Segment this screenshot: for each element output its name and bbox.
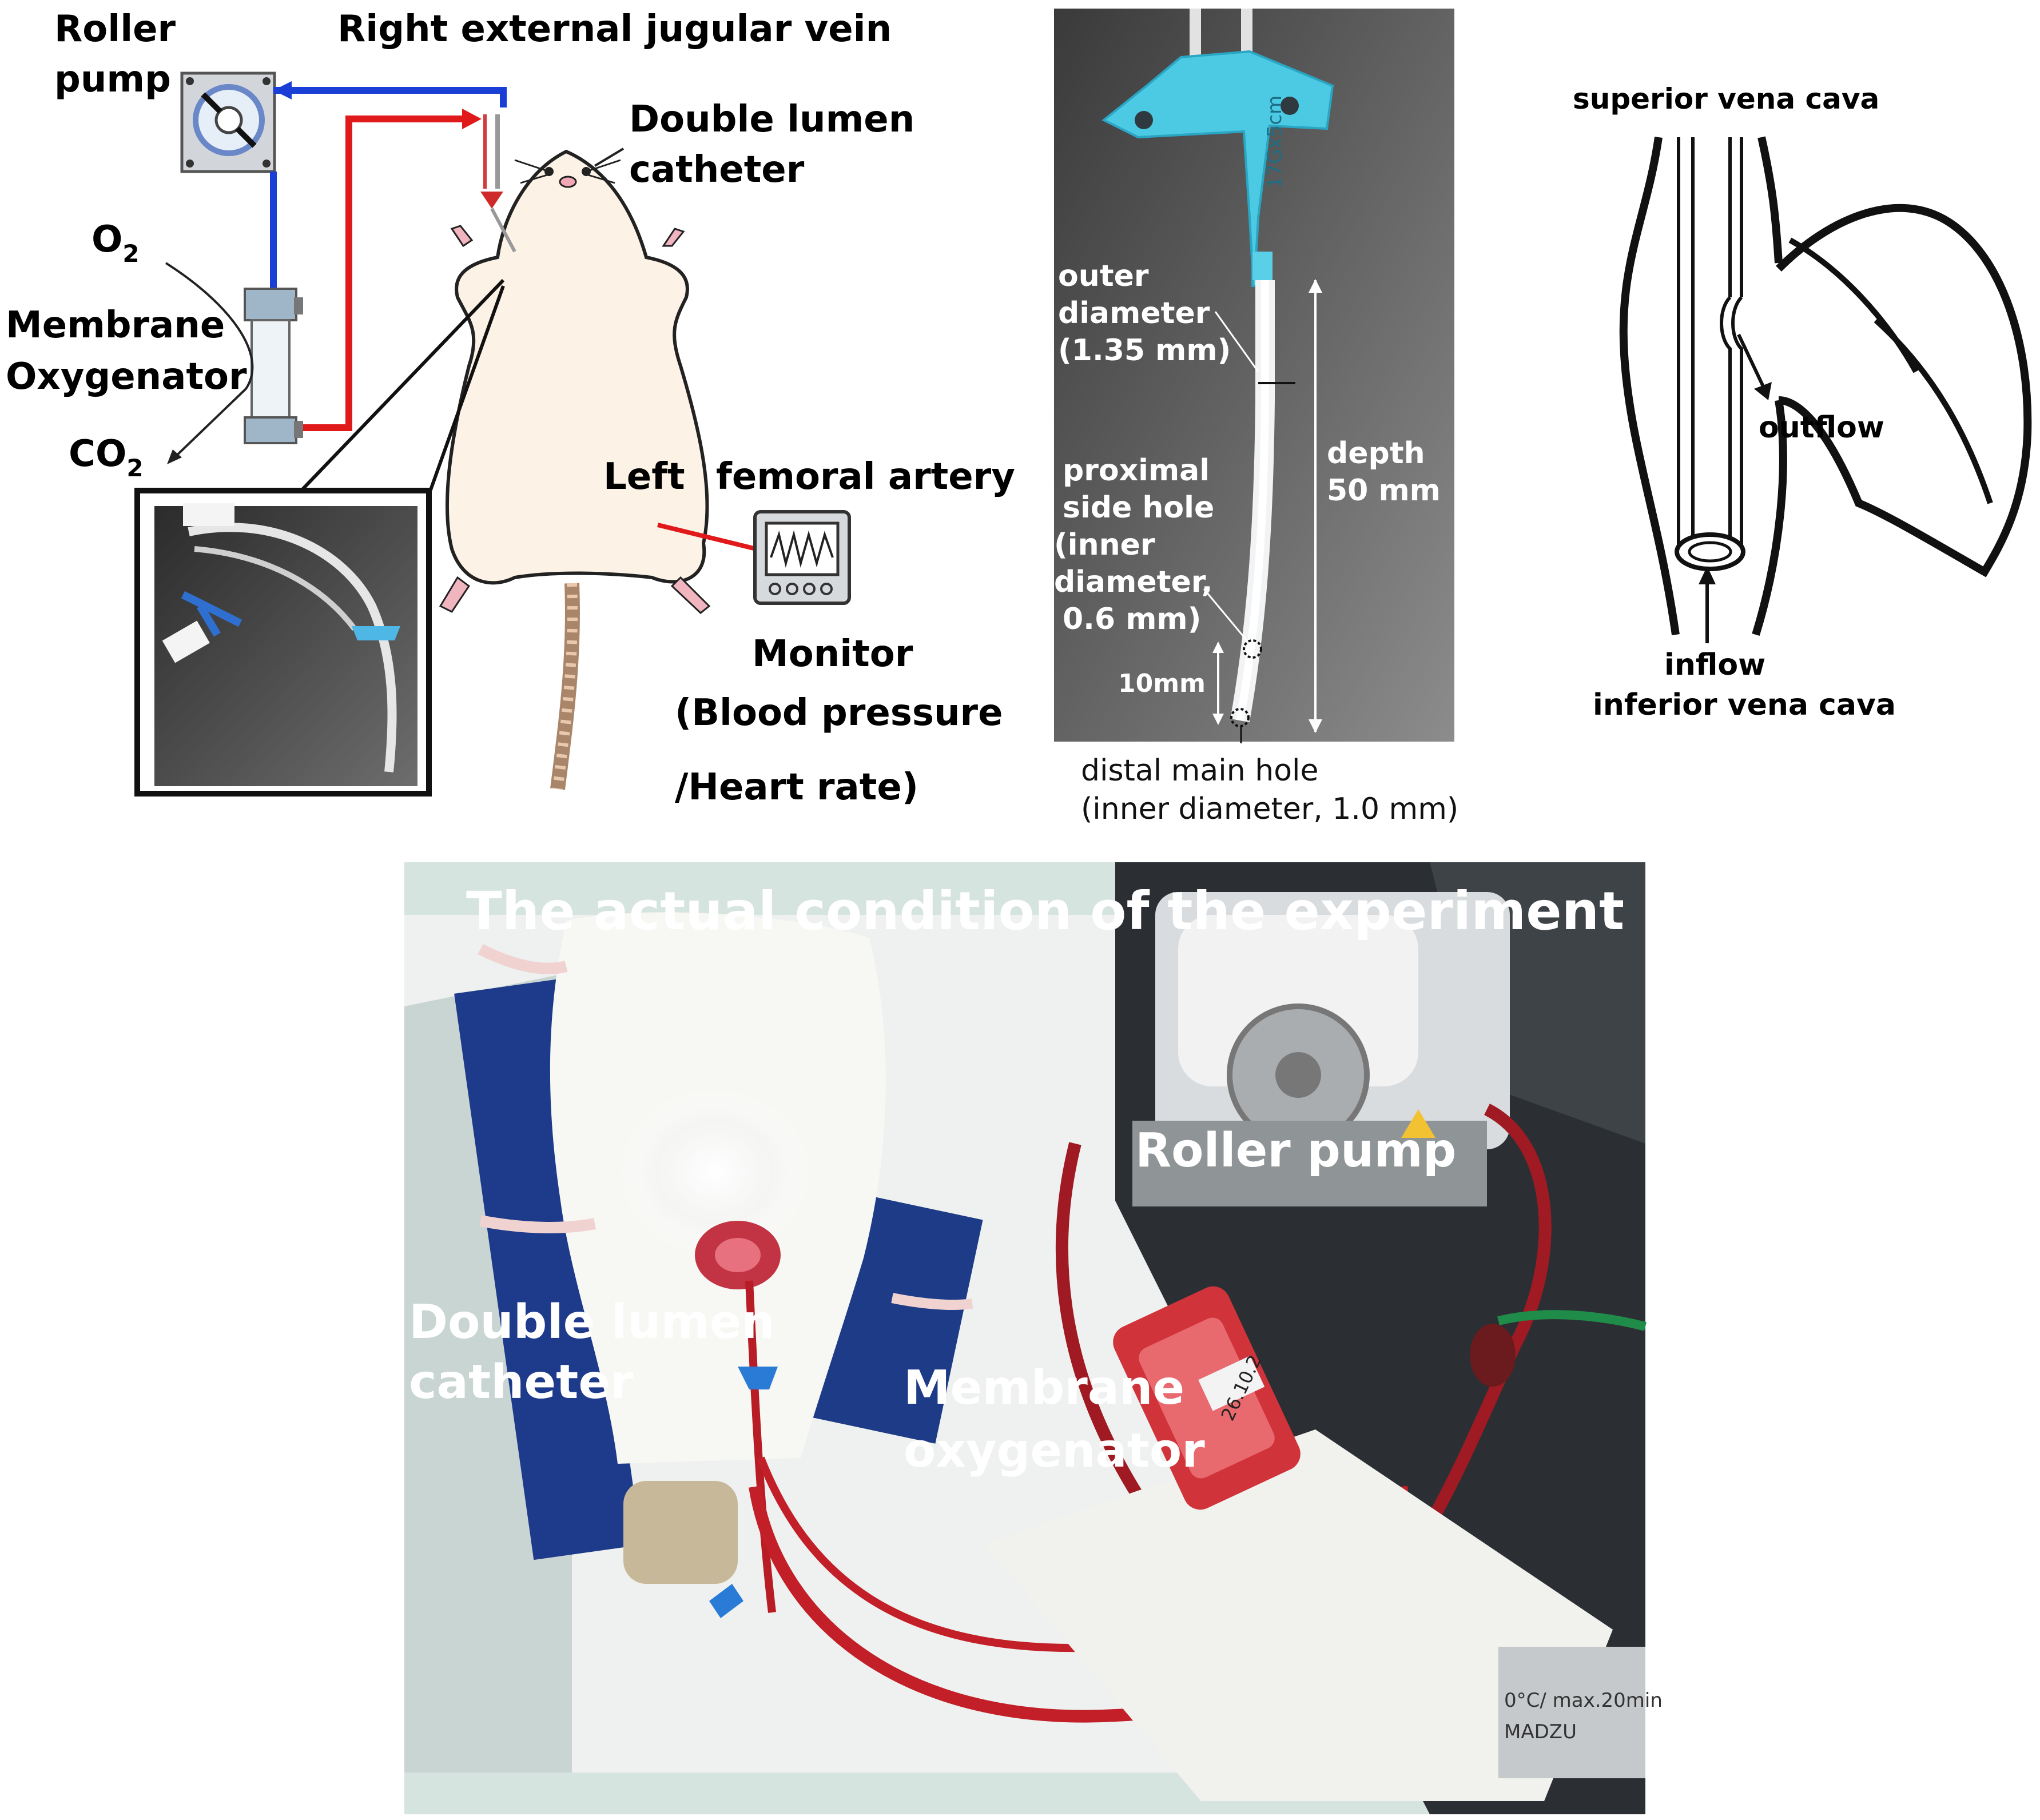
rat-illustration — [439, 114, 711, 790]
catheter-size-print: 17Gx5cm — [1263, 95, 1286, 189]
photo-roller-pump-label: Roller pump — [1135, 1124, 1457, 1178]
panel-a-schematic: Roller pump Right external jugular vein … — [6, 8, 1015, 809]
venous-line — [273, 87, 507, 107]
outflow-label: outflow — [1759, 411, 1884, 445]
gas-flow-curve — [165, 262, 254, 461]
membrane-oxygenator-label-line2: Oxygenator — [6, 356, 247, 398]
photo-double-lumen-label-line1: Double lumen — [409, 1295, 775, 1349]
panel-b-catheter-photo: 17Gx5cm outer diameter (1.35 mm) depth 5… — [1054, 9, 1458, 826]
proximal-label-line5: 0.6 mm) — [1063, 602, 1201, 636]
outer-diameter-label-line1: outer — [1058, 259, 1149, 293]
left-femoral-label-part2: femoral artery — [716, 456, 1015, 498]
distal-label-line1: distal main hole — [1081, 754, 1318, 788]
panel-c-heart-diagram: superior vena cava outflow inflow inferi… — [1573, 82, 2032, 722]
membrane-oxygenator-label-line1: Membrane — [6, 304, 225, 347]
proximal-label-line1: proximal — [1063, 453, 1210, 488]
double-lumen-label-line2: catheter — [629, 149, 805, 191]
membrane-oxygenator-device: 26.10.2 — [1113, 1286, 1301, 1510]
roller-pump-label-line2: pump — [54, 58, 171, 101]
monitor-icon — [753, 510, 851, 605]
monitor-label-line3: /Heart rate) — [675, 766, 918, 809]
distal-label-line2: (inner diameter, 1.0 mm) — [1081, 792, 1458, 826]
distal-main-hole-marker — [1230, 708, 1250, 727]
experiment-title: The actual condition of the experiment — [466, 881, 1624, 942]
proximal-label-line4: diameter, — [1054, 565, 1212, 599]
ten-mm-label: 10mm — [1118, 669, 1206, 698]
roller-pump-icon — [180, 71, 276, 173]
device-display-line1: 0°C/ max.20min — [1504, 1689, 1663, 1712]
proximal-label-line3: (inner — [1054, 528, 1155, 562]
venous-arrowhead — [273, 81, 292, 99]
double-lumen-label-line1: Double lumen — [629, 98, 914, 141]
roller-pump-label-line1: Roller — [54, 8, 176, 50]
outer-diameter-label-line2: diameter — [1058, 296, 1210, 330]
femoral-line — [657, 523, 757, 551]
catheter-in-cava — [1675, 137, 1745, 571]
arterial-line — [294, 116, 475, 431]
depth-label-line2: 50 mm — [1327, 473, 1441, 508]
outer-diameter-label-line3: (1.35 mm) — [1058, 333, 1231, 368]
inflow-label: inflow — [1664, 648, 1765, 682]
o2-label: O2 — [92, 218, 140, 268]
photo-membrane-label-line1: Membrane — [904, 1361, 1184, 1415]
outflow-arrow — [1737, 333, 1766, 390]
proximal-side-hole-marker — [1243, 639, 1262, 659]
photo-double-lumen-label-line2: catheter — [409, 1355, 634, 1409]
monitor-label-line1: Monitor — [752, 633, 913, 675]
membrane-oxygenator-icon — [244, 288, 303, 444]
monitor-label-line2: (Blood pressure — [675, 692, 1003, 734]
rat-on-table — [478, 912, 973, 1584]
arterial-arrowhead — [462, 109, 482, 129]
proximal-label-line2: side hole — [1063, 491, 1214, 525]
device-display-line2: MADZU — [1504, 1721, 1577, 1743]
superior-vena-cava-label: superior vena cava — [1573, 82, 1879, 116]
right-jugular-label: Right external jugular vein — [337, 8, 892, 50]
depth-label-line1: depth — [1327, 436, 1425, 471]
roller-pump-device — [1132, 892, 1510, 1206]
co2-label: CO2 — [69, 433, 144, 482]
photo-membrane-label-line2: oxygenator — [904, 1424, 1205, 1478]
panel-d-experiment-photo: 26.10.2 0°C/ max.20min MADZU The actual … — [404, 862, 1663, 1814]
left-femoral-label-part1: Left — [603, 456, 685, 498]
inferior-vena-cava-label: inferior vena cava — [1593, 688, 1896, 722]
